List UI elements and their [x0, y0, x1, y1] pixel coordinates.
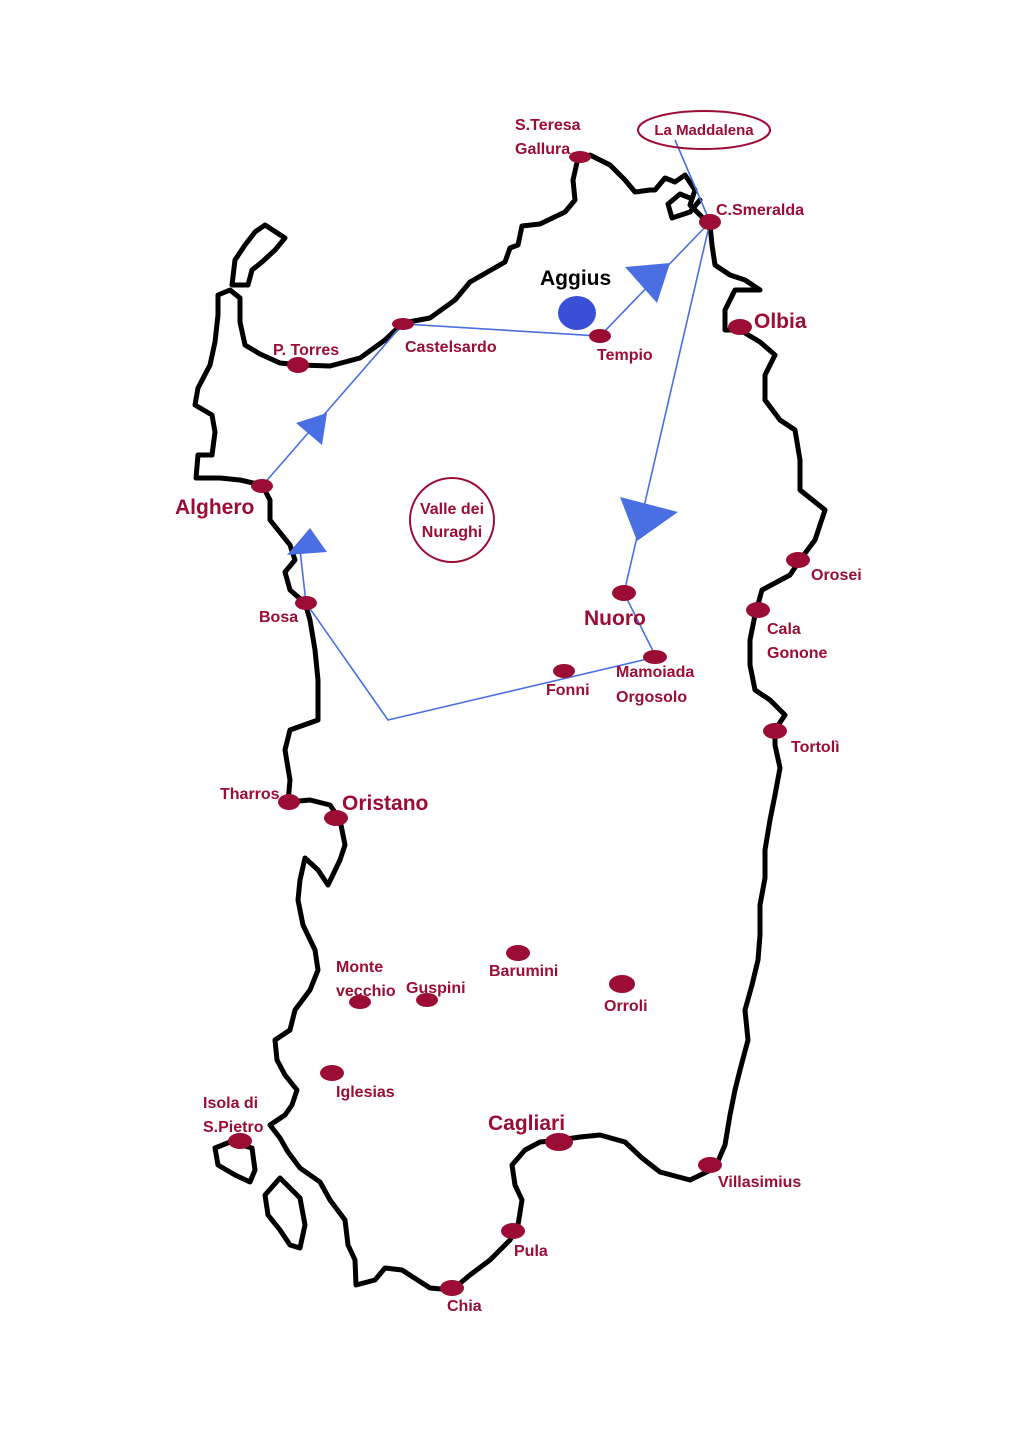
label-gallura: Gallura — [515, 141, 570, 158]
route-line-east — [299, 221, 711, 721]
city-marker — [643, 650, 667, 664]
city-marker — [506, 945, 530, 961]
city-marker — [786, 552, 810, 568]
city-marker — [501, 1223, 525, 1239]
city-markers — [228, 151, 810, 1296]
label-villasimius: Villasimius — [718, 1174, 801, 1191]
route-line-maddalena — [674, 139, 711, 223]
city-marker — [287, 357, 309, 373]
label-la-maddalena: La Maddalena — [654, 122, 754, 139]
city-marker — [440, 1280, 464, 1296]
city-marker — [416, 993, 438, 1007]
label-tharros: Tharros — [220, 786, 280, 803]
label-orosei: Orosei — [811, 567, 862, 584]
city-marker — [746, 602, 770, 618]
route-arrows — [287, 263, 678, 555]
city-marker — [278, 794, 300, 810]
label-csmeralda: C.Smeralda — [716, 202, 804, 219]
label-orgosolo: Orgosolo — [616, 689, 687, 706]
label-cala: Cala — [767, 621, 801, 638]
label-pula: Pula — [514, 1243, 548, 1260]
label-alghero: Alghero — [175, 496, 254, 519]
city-marker — [545, 1133, 573, 1151]
city-marker — [228, 1133, 252, 1149]
city-marker — [589, 329, 611, 343]
city-marker — [392, 318, 414, 330]
label-barumini: Barumini — [489, 963, 558, 980]
asinara-island — [229, 222, 288, 288]
label-bosa: Bosa — [259, 609, 298, 626]
city-marker — [320, 1065, 344, 1081]
label-oristano: Oristano — [342, 792, 428, 815]
place-labels: La Maddalena S.Teresa Gallura C.Smeralda… — [175, 117, 862, 1315]
label-mamoiada: Mamoiada — [616, 664, 694, 681]
label-gonone: Gonone — [767, 645, 828, 662]
arrow-triangle-icon — [625, 263, 670, 303]
city-marker — [728, 319, 752, 335]
label-guspini: Guspini — [406, 980, 466, 997]
city-marker — [349, 995, 371, 1009]
label-tortoli: Tortolì — [791, 739, 840, 756]
city-marker — [612, 585, 636, 601]
city-marker — [295, 596, 317, 610]
label-orroli: Orroli — [604, 998, 648, 1015]
label-olbia: Olbia — [754, 310, 807, 333]
label-aggius: Aggius — [540, 267, 611, 290]
city-marker — [609, 975, 635, 993]
label-isola-di: Isola di — [203, 1095, 258, 1112]
label-spietro: S.Pietro — [203, 1119, 264, 1136]
city-marker — [699, 214, 721, 230]
label-chia: Chia — [447, 1298, 482, 1315]
aggius-marker — [558, 296, 596, 330]
city-marker — [763, 723, 787, 739]
city-marker — [324, 810, 348, 826]
label-tempio: Tempio — [597, 347, 653, 364]
city-marker — [553, 664, 575, 678]
label-fonni: Fonni — [546, 682, 590, 699]
santantioco-island — [262, 1175, 308, 1251]
label-castelsardo: Castelsardo — [405, 339, 497, 356]
label-cagliari: Cagliari — [488, 1112, 565, 1135]
label-ptorres: P. Torres — [273, 342, 339, 359]
label-monte: Monte — [336, 959, 383, 976]
city-marker — [569, 151, 591, 163]
la-maddalena-oval — [637, 110, 771, 150]
maddalena-inlet — [665, 191, 703, 221]
label-steresa: S.Teresa — [515, 117, 581, 134]
label-nuraghi: Nuraghi — [422, 524, 482, 541]
city-marker — [251, 479, 273, 493]
arrow-triangle-icon — [287, 528, 327, 555]
valle-dei-nuraghi-circle — [409, 477, 495, 563]
label-vecchio: vecchio — [336, 983, 396, 1000]
arrow-triangle-icon — [296, 413, 327, 445]
city-marker — [698, 1157, 722, 1173]
label-iglesias: Iglesias — [336, 1084, 395, 1101]
arrow-triangle-icon — [620, 497, 678, 541]
label-nuoro: Nuoro — [584, 607, 646, 630]
label-valle-dei: Valle dei — [420, 501, 484, 518]
route — [261, 139, 711, 721]
sardinia-coastline — [192, 152, 828, 1293]
